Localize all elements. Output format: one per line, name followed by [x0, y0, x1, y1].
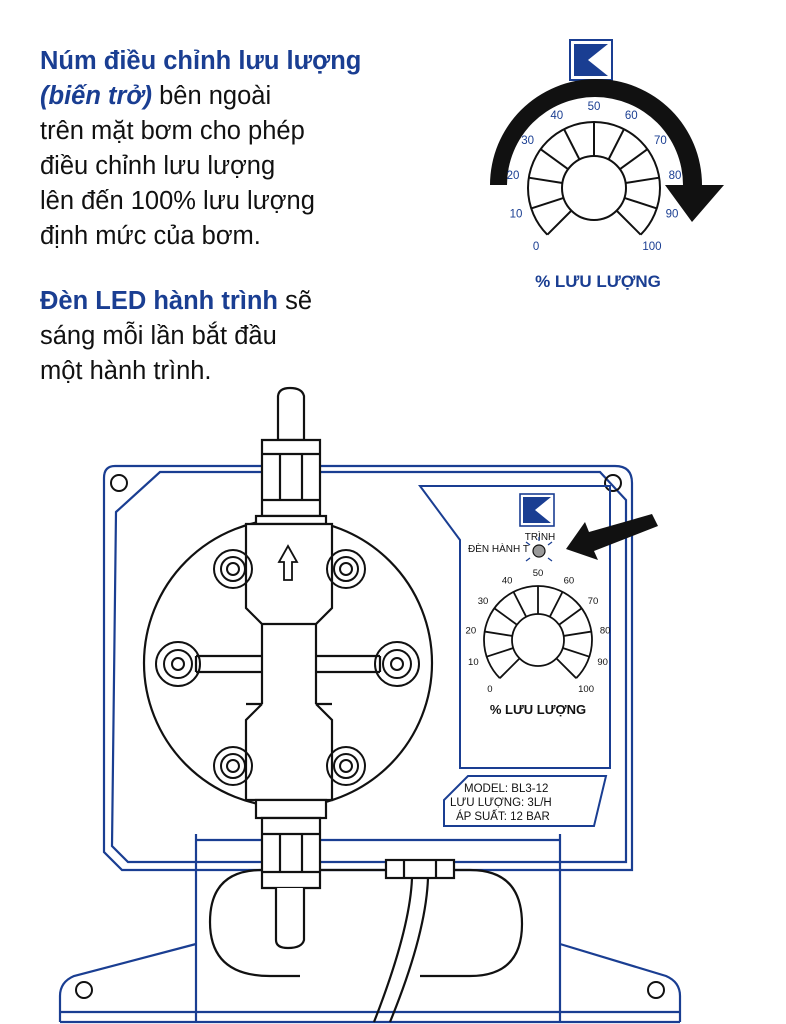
dial-scale-label: 20	[507, 170, 520, 182]
pump-drawing: TRÌNH ĐÈN HÀNH T 0 10 20 30 40 50 60 70 …	[58, 386, 682, 1024]
dial-outer-arc	[527, 121, 661, 236]
led-body-line: sáng mỗi lần bắt đầu	[40, 322, 277, 350]
stroke-led-indicator	[525, 537, 553, 562]
pump-bolts	[155, 549, 420, 786]
panel-scale-label: 10	[468, 657, 479, 668]
control-panel	[418, 485, 611, 769]
dial-scale-label: 80	[669, 170, 682, 182]
dial-segment-line	[546, 209, 573, 236]
panel-scale-label: 80	[600, 625, 611, 636]
knob-body-first: bên ngoài	[152, 82, 272, 110]
dial-knob-center	[511, 613, 565, 667]
panel-scale-label: 20	[466, 625, 477, 636]
dial-segment-line	[615, 209, 642, 236]
dial-segment-line	[562, 647, 590, 658]
dial-segment-line	[486, 647, 514, 658]
panel-scale-label: 50	[533, 568, 544, 579]
led-body-first: sẽ	[278, 287, 313, 315]
led-title: Đèn LED hành trình	[40, 287, 278, 315]
panel-scale-label: 100	[578, 684, 594, 695]
led-description: Đèn LED hành trình sẽ sáng mỗi lần bắt đ…	[40, 284, 370, 389]
panel-scale-label: 70	[588, 596, 599, 607]
panel-scale-label: 60	[564, 575, 575, 586]
flow-rating-text: LƯU LƯỢNG: 3L/H	[450, 797, 552, 809]
knob-subtitle: (biến trở)	[40, 82, 153, 110]
led-label-line1: TRÌNH	[525, 530, 556, 543]
pointer-arrow-icon	[566, 514, 658, 560]
pressure-rating-text: ÁP SUẤT: 12 BAR	[456, 810, 550, 823]
brand-logo-icon	[569, 39, 613, 81]
dial-segment-line	[528, 176, 563, 184]
dial-segment-line	[563, 128, 581, 160]
dial-segment-line	[563, 630, 592, 637]
model-text: MODEL: BL3-12	[464, 783, 548, 795]
panel-scale-label: 0	[487, 684, 492, 695]
dial-scale-label: 70	[654, 135, 667, 147]
dial-scale-label: 30	[521, 135, 534, 147]
dial-segment-line	[555, 657, 577, 679]
dial-segment-line	[493, 607, 518, 626]
dial-scale-label: 0	[533, 241, 539, 253]
dial-segment-line	[530, 196, 564, 210]
dial-scale-label: 10	[510, 208, 523, 220]
dial-scale-label: 50	[588, 101, 601, 113]
knob-title: Núm điều chỉnh lưu lượng	[40, 47, 362, 75]
dial-caption: % LƯU LƯỢNG	[535, 272, 661, 291]
knob-body-line: lên đến 100% lưu lượng	[40, 187, 315, 215]
knob-description: Núm điều chỉnh lưu lượng (biến trở) bên …	[40, 44, 400, 254]
led-label-line2: ĐÈN HÀNH T	[468, 542, 529, 555]
dial-scale-label: 40	[550, 110, 563, 122]
dial-segment-line	[607, 128, 625, 160]
dial-segment-line	[549, 591, 564, 618]
panel-scale-label: 90	[597, 657, 608, 668]
dial-small-graphic	[483, 585, 593, 679]
rotation-arrow-icon	[490, 79, 724, 222]
dial-segment-line	[499, 657, 521, 679]
dial-scale-label: 90	[666, 208, 679, 220]
panel-scale-label: 30	[478, 596, 489, 607]
knob-body-line: điều chỉnh lưu lượng	[40, 152, 276, 180]
model-plate	[443, 775, 608, 827]
dial-segment-line	[512, 591, 527, 618]
panel-dial-caption: % LƯU LƯỢNG	[490, 702, 586, 717]
pump-base-tubing	[208, 858, 524, 1023]
dial-large-graphic	[527, 121, 661, 236]
led-body-line: một hành trình.	[40, 357, 212, 385]
panel-scale-label: 40	[502, 575, 513, 586]
dial-segment-line	[625, 176, 660, 184]
dial-segment-line	[484, 630, 513, 637]
dial-segment-line	[624, 196, 658, 210]
dial-segment-line	[619, 148, 648, 170]
dial-scale-label: 60	[625, 110, 638, 122]
knob-body-line: trên mặt bơm cho phép	[40, 117, 305, 145]
flow-dial-illustration: 0 10 20 30 40 50 60 70 80 90 100 % LƯU L…	[490, 39, 724, 291]
dial-segment-line	[558, 607, 583, 626]
dial-scale-label: 100	[642, 241, 661, 253]
dial-knob-center	[561, 155, 627, 221]
knob-body-line: định mức của bơm.	[40, 222, 261, 250]
dial-segment-line	[540, 148, 569, 170]
flow-direction-arrow-icon	[277, 544, 299, 581]
panel-logo-icon	[519, 493, 555, 527]
